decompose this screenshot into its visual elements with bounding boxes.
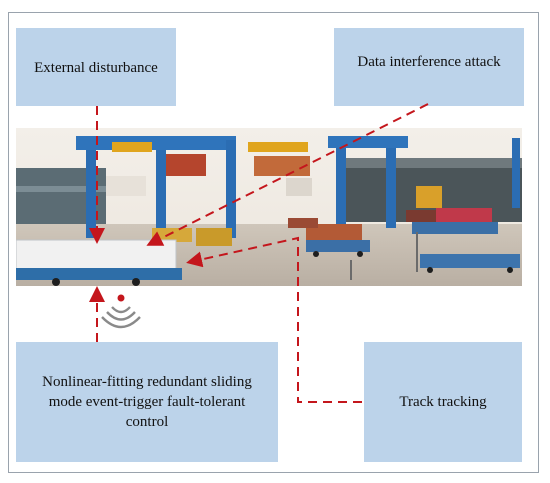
external-disturbance-box: External disturbance xyxy=(16,28,176,106)
figure-frame xyxy=(8,12,539,473)
track-tracking-box: Track tracking xyxy=(364,342,522,462)
external-disturbance-label: External disturbance xyxy=(34,60,158,76)
fault-tolerant-control-label: Nonlinear-fitting redundant sliding mode… xyxy=(42,374,252,430)
data-interference-attack-label: Data interference attack xyxy=(357,54,501,70)
data-interference-attack-box: Data interference attack xyxy=(334,28,524,106)
port-terminal-photo xyxy=(16,128,522,286)
track-tracking-label: Track tracking xyxy=(399,394,487,410)
fault-tolerant-control-box: Nonlinear-fitting redundant sliding mode… xyxy=(16,342,278,462)
